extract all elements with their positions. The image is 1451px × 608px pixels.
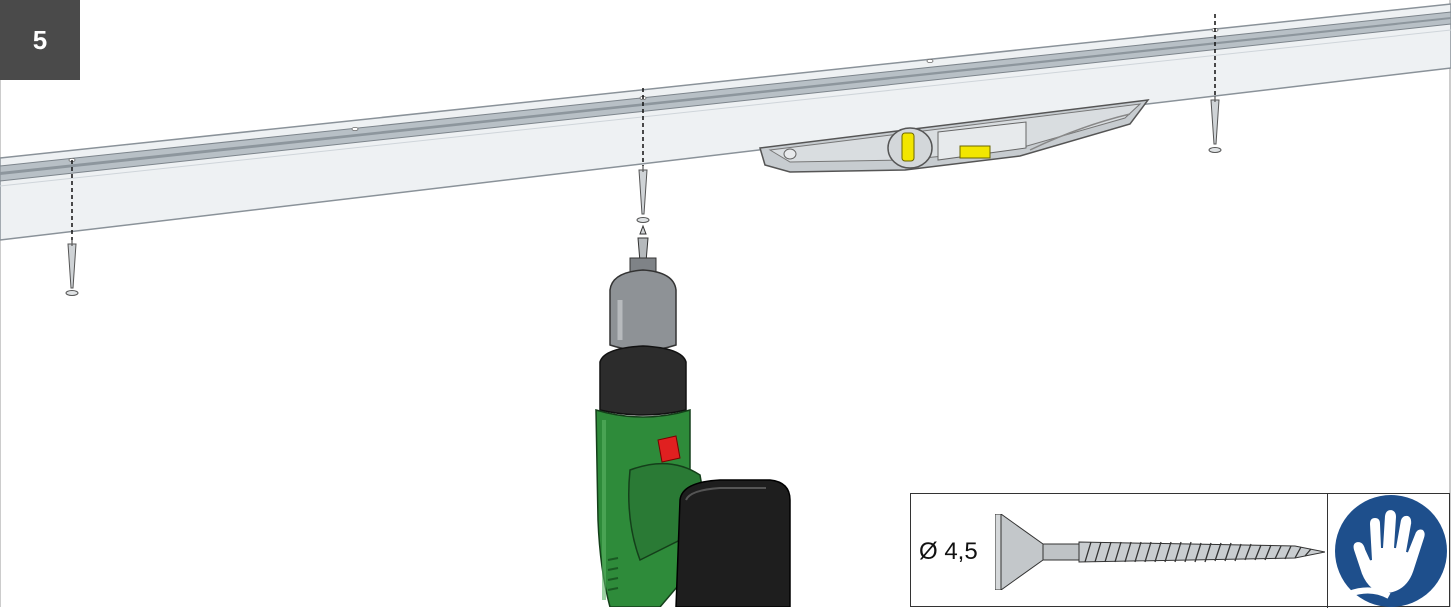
cordless-drill-icon [595,224,791,607]
rail-screw-1 [65,240,79,296]
ceiling-rail [0,3,1451,241]
screw-diameter-label: Ø 4,5 [919,538,978,565]
countersunk-screw-icon [995,514,1325,590]
screw-spec-box: Ø 4,5 [910,493,1450,608]
rail-screw-3 [1208,96,1222,153]
rail-screw-2 [636,166,650,223]
spirit-level-icon [759,99,1150,173]
wear-gloves-icon [1335,495,1447,607]
spec-divider [1327,494,1328,608]
step-number-badge: 5 [0,0,80,80]
